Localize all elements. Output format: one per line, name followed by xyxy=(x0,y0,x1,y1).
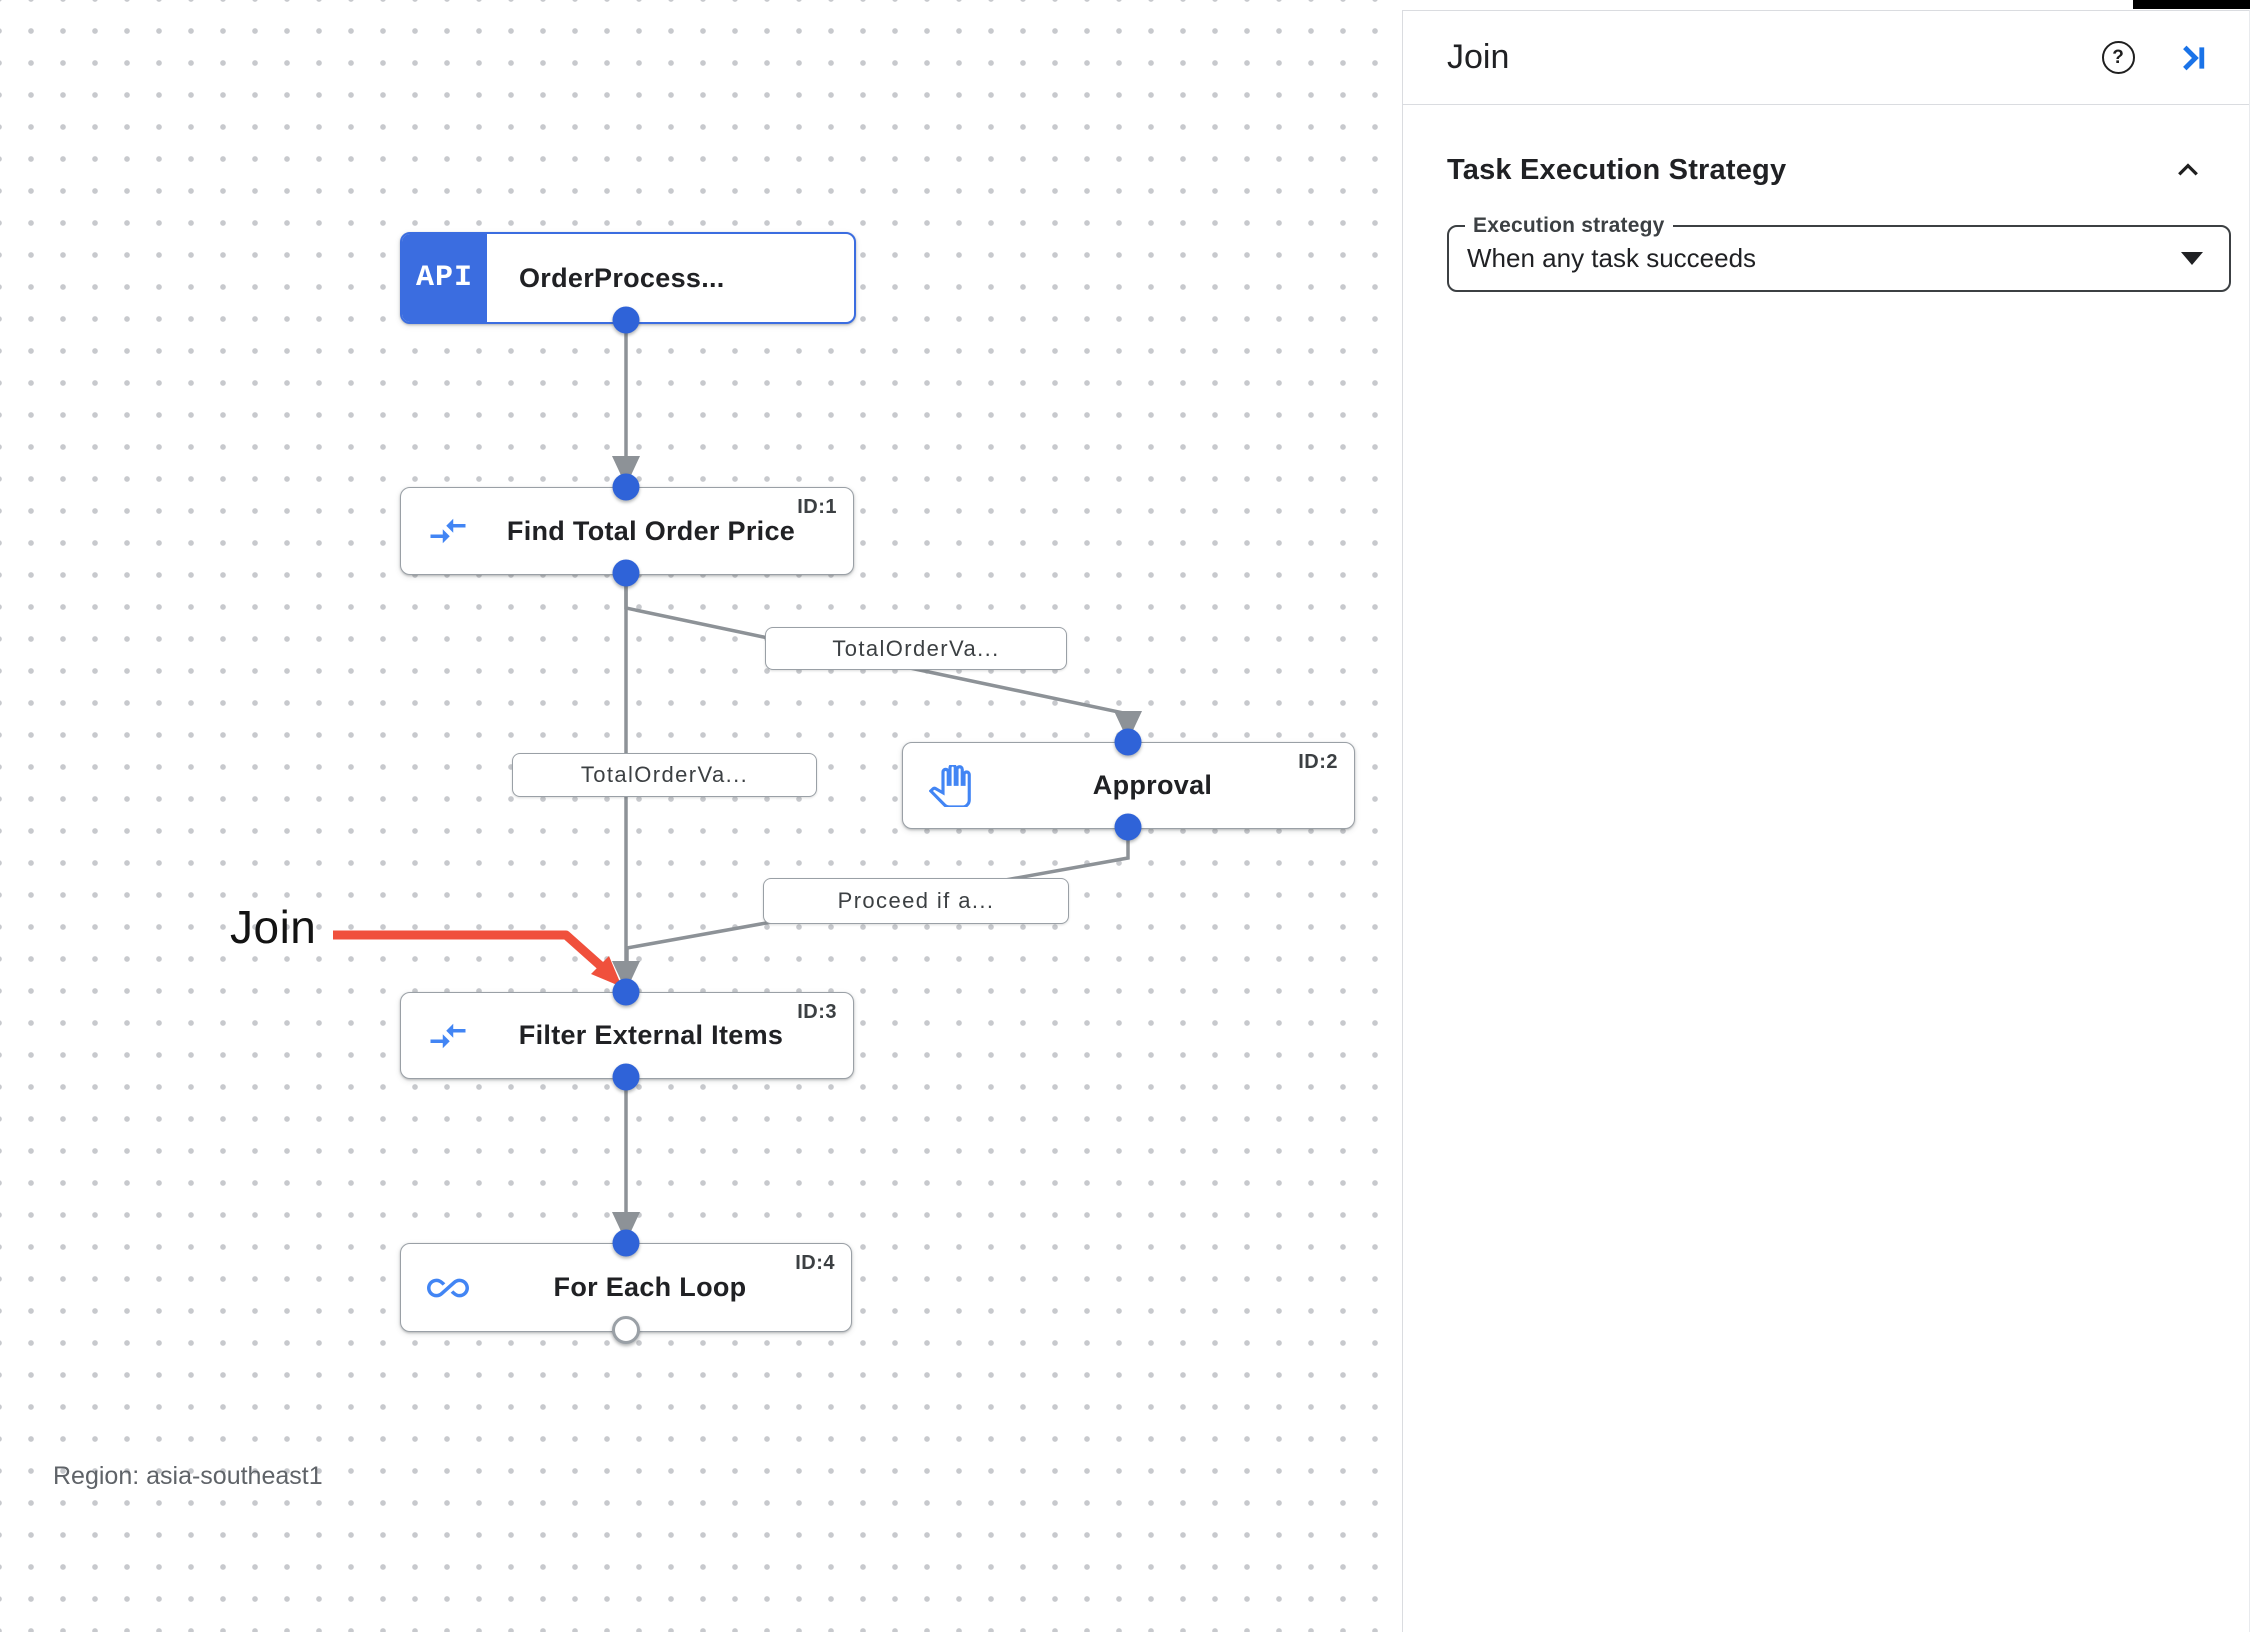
collapse-panel-icon[interactable] xyxy=(2177,41,2211,75)
edge-label-text: TotalOrderVa... xyxy=(832,635,1000,661)
task-execution-strategy-section: Task Execution Strategy Execution strate… xyxy=(1403,153,2249,292)
task-id-badge: ID:4 xyxy=(795,1252,835,1274)
connector-in-filter-join[interactable] xyxy=(612,978,640,1006)
connector-in-foreach[interactable] xyxy=(612,1229,640,1257)
trigger-title: OrderProcess... xyxy=(519,262,725,293)
task-id-badge: ID:1 xyxy=(797,496,837,518)
panel-title: Join xyxy=(1447,38,1510,76)
help-icon[interactable]: ? xyxy=(2101,41,2135,75)
panel-header: Join ? xyxy=(1403,11,2249,105)
connector-out-approval[interactable] xyxy=(1114,813,1142,841)
region-label: Region: asia-southeast1 xyxy=(53,1462,323,1490)
connector-out-find[interactable] xyxy=(612,559,640,587)
task-node-find-total-order-price[interactable]: Find Total Order Price ID:1 xyxy=(400,487,854,575)
execution-strategy-select[interactable]: Execution strategy When any task succeed… xyxy=(1447,214,2231,292)
join-annotation-label: Join xyxy=(230,901,317,953)
loop-icon xyxy=(427,1278,469,1297)
data-mapping-icon xyxy=(430,1023,466,1048)
task-title: For Each Loop xyxy=(553,1272,747,1302)
approval-hand-icon xyxy=(929,764,971,807)
execution-strategy-value: When any task succeeds xyxy=(1467,243,1757,273)
workflow-canvas[interactable]: API OrderProcess... Find Total Order Pri… xyxy=(0,0,1402,1632)
chevron-right-bar-icon xyxy=(2183,45,2205,70)
task-title: Filter External Items xyxy=(518,1020,784,1050)
task-id-badge: ID:2 xyxy=(1298,751,1338,773)
connector-in-find[interactable] xyxy=(612,473,640,501)
connector-out-trigger[interactable] xyxy=(612,306,640,334)
api-trigger-badge: API xyxy=(402,234,487,322)
edge-label-proceed-if[interactable]: Proceed if a... xyxy=(763,878,1069,924)
execution-strategy-label: Execution strategy xyxy=(1465,214,1673,238)
edge-label-totalorderva-left[interactable]: TotalOrderVa... xyxy=(512,753,817,797)
annotation-arrow-line xyxy=(333,930,615,980)
connector-out-foreach-open[interactable] xyxy=(612,1316,640,1344)
edge-label-text: Proceed if a... xyxy=(837,888,995,913)
section-heading: Task Execution Strategy xyxy=(1447,153,1787,186)
data-mapping-icon xyxy=(430,518,466,544)
edge-label-text: TotalOrderVa... xyxy=(580,762,749,787)
connector-out-filter[interactable] xyxy=(612,1063,640,1091)
dropdown-caret-icon xyxy=(2181,252,2203,265)
connector-in-approval[interactable] xyxy=(1114,728,1142,756)
task-config-panel: Join ? Task Execution Strategy xyxy=(1402,10,2250,1632)
top-black-bar xyxy=(2133,0,2250,9)
task-title: Approval xyxy=(1092,770,1213,800)
task-id-badge: ID:3 xyxy=(797,1001,837,1023)
edge-label-totalorderva-right[interactable]: TotalOrderVa... xyxy=(765,627,1067,670)
collapse-section-chevron-up-icon[interactable] xyxy=(2171,153,2205,187)
task-title: Find Total Order Price xyxy=(506,515,796,546)
